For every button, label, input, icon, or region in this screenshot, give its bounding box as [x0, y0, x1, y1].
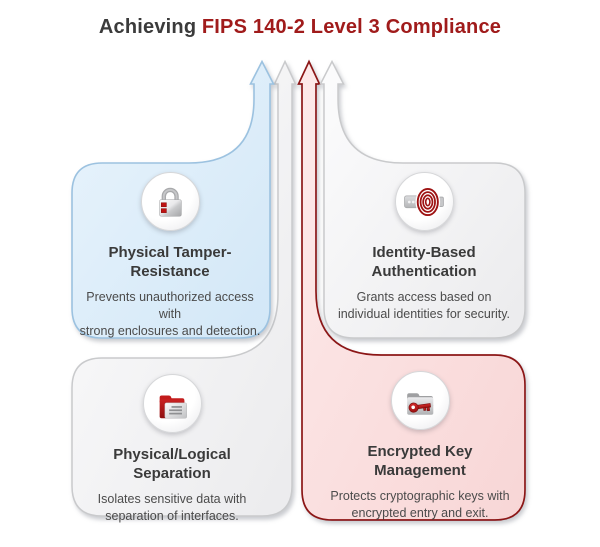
card-physical-tamper-resistance: Physical Tamper- Resistance Prevents una… [76, 172, 264, 340]
flow-arrow-physical-logical-separation [71, 59, 297, 517]
padlock-icon [140, 172, 200, 231]
card-identity-based-authentication: Identity-Based Authentication Grants acc… [330, 172, 518, 323]
card-title: Encrypted Key Management [367, 443, 473, 479]
card-title: Physical Tamper- Resistance [108, 244, 232, 280]
card-description: Prevents unauthorized access with strong… [79, 289, 261, 339]
folder-documents-icon [142, 374, 202, 433]
card-title: Identity-Based Authentication [371, 244, 477, 280]
card-description: Isolates sensitive data with separation … [97, 491, 247, 523]
flow-arrow-encrypted-key-management [297, 59, 526, 521]
folder-key-icon [390, 371, 450, 430]
card-description: Protects cryptographic keys with encrypt… [330, 488, 510, 520]
card-encrypted-key-management: Encrypted Key Management Protects crypto… [322, 371, 518, 522]
card-physical-logical-separation: Physical/Logical Separation Isolates sen… [74, 374, 270, 525]
card-title: Physical/Logical Separation [113, 446, 231, 482]
card-description: Grants access based on individual identi… [337, 289, 511, 321]
page-title-highlight: FIPS 140-2 Level 3 Compliance [201, 16, 502, 38]
page-title-prefix: Achieving [98, 16, 197, 38]
fingerprint-icon [394, 172, 454, 231]
